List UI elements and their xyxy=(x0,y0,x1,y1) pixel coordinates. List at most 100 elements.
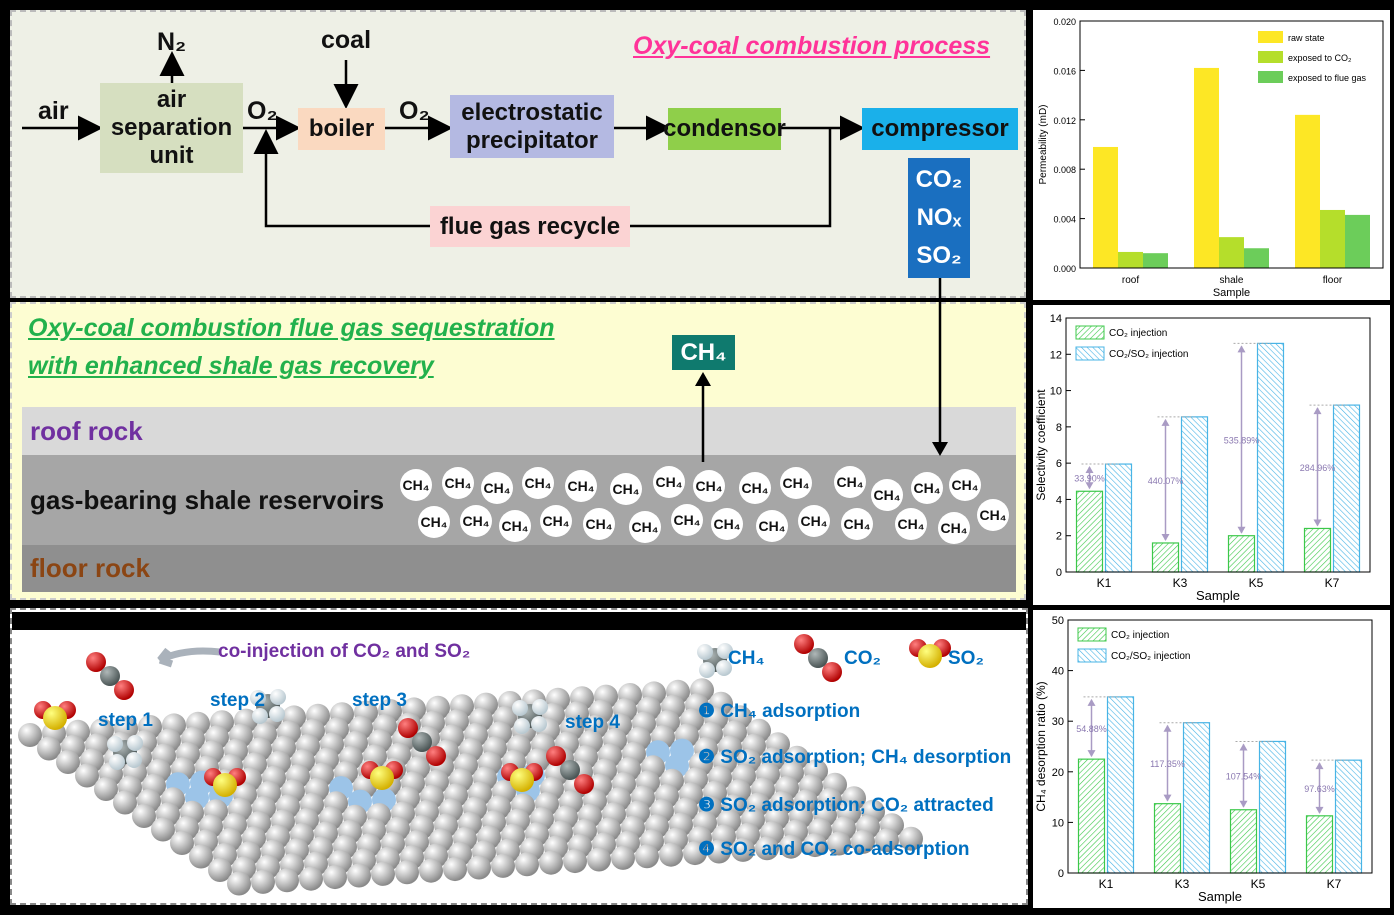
annotation-label: 117.35% xyxy=(1150,759,1185,769)
bar xyxy=(1093,146,1118,268)
ch4-molecule: CH₄ xyxy=(871,479,903,511)
plot-frame xyxy=(1065,317,1371,573)
y-tick-label: 10 xyxy=(1050,386,1062,398)
legend-ch4: CH₄ xyxy=(728,648,765,669)
step-description-2: ❷ SO₂ adsorption; CH₄ desorption xyxy=(698,747,1012,768)
condensor-box: condensor xyxy=(663,108,786,150)
ch4-desorption-chart: 01020304050K154.88%K3117.35%K5107.54%K79… xyxy=(1033,610,1390,908)
legend-swatch xyxy=(1077,627,1107,642)
y-tick-label: 4 xyxy=(1056,494,1062,506)
x-tick-label: K1 xyxy=(1099,877,1114,891)
so2-molecule xyxy=(909,639,951,668)
legend-label: raw state xyxy=(1288,33,1325,43)
process-title: Oxy-coal combustion process xyxy=(633,32,991,60)
ch4-molecule: CH₄ xyxy=(565,470,597,502)
bar xyxy=(1305,815,1334,874)
co2-molecule xyxy=(794,634,842,682)
bar xyxy=(1180,416,1209,573)
ch4-molecule xyxy=(697,643,733,678)
so2-molecule xyxy=(361,761,403,790)
so2-molecule xyxy=(204,768,246,797)
bar xyxy=(1320,209,1345,268)
coinjection-label: co-injection of CO₂ and SO₂ xyxy=(218,641,471,662)
o2-label: O₂ xyxy=(399,97,430,125)
arrowheads xyxy=(1239,743,1248,808)
y-tick-label: 10 xyxy=(1052,817,1064,829)
ch4-molecule: CH₄ xyxy=(653,466,685,498)
so2-label: SO₂ xyxy=(916,242,962,269)
co2-label: CO₂ xyxy=(915,166,963,193)
ch4-molecule xyxy=(512,699,548,734)
flue-gas-components-box: CO₂ NOₓ SO₂ xyxy=(908,158,970,278)
nox-label: NOₓ xyxy=(916,204,962,231)
shale-surface-illustration xyxy=(18,634,951,896)
y-tick-label: 40 xyxy=(1052,666,1064,678)
bar xyxy=(1295,114,1320,268)
y-tick-label: 0.012 xyxy=(1053,116,1076,126)
ch4-molecule: CH₄ xyxy=(540,505,572,537)
annotation-label: 33.90% xyxy=(1074,474,1105,484)
legend-swatch xyxy=(1075,346,1105,361)
legend-label: CO₂/SO₂ injection xyxy=(1109,349,1188,360)
y-tick-label: 0.004 xyxy=(1053,215,1076,225)
compressor-box: compressor xyxy=(862,108,1018,150)
legend-label: exposed to flue gas xyxy=(1288,73,1367,83)
co2-molecule xyxy=(398,718,446,766)
y-tick-label: 12 xyxy=(1050,349,1062,361)
bar xyxy=(1194,67,1219,269)
divider-bar xyxy=(12,612,1026,630)
bar xyxy=(1104,463,1133,573)
roof-rock-layer: roof rock xyxy=(22,407,1016,455)
y-tick-label: 20 xyxy=(1052,767,1064,779)
bar xyxy=(1227,535,1256,573)
co2-molecule xyxy=(546,746,594,794)
air-separation-unit-box: air separation unit xyxy=(100,83,243,173)
x-tick-label: K5 xyxy=(1249,576,1264,590)
floor-rock-layer: floor rock xyxy=(22,545,1016,592)
ch4-molecule: CH₄ xyxy=(895,508,927,540)
ch4-molecule xyxy=(250,689,286,724)
annotation-label: 107.54% xyxy=(1226,772,1262,782)
ch4-molecule: CH₄ xyxy=(693,470,725,502)
y-tick-label: 0.016 xyxy=(1053,66,1076,76)
step-1-label: step 1 xyxy=(98,710,153,731)
ch4-molecule: CH₄ xyxy=(522,467,554,499)
ch4-molecule: CH₄ xyxy=(671,504,703,536)
so2-molecule xyxy=(34,701,76,730)
y-axis-label: CH₄ desorption ratio (%) xyxy=(1034,681,1048,811)
step-description-4: ❹ SO₂ and CO₂ co-adsorption xyxy=(698,839,970,860)
step-4-label: step 4 xyxy=(565,712,620,733)
step-3-label: step 3 xyxy=(352,690,407,711)
ch4-molecule: CH₄ xyxy=(400,469,432,501)
bar xyxy=(1143,253,1168,268)
bar xyxy=(1345,214,1370,268)
annotation-label: 97.63% xyxy=(1304,784,1335,794)
bar xyxy=(1229,809,1258,874)
legend-label: CO₂ injection xyxy=(1109,328,1167,339)
legend-label: CO₂/SO₂ injection xyxy=(1111,651,1190,662)
step-description-3: ❸ SO₂ adsorption; CO₂ attracted xyxy=(698,795,994,816)
bar xyxy=(1244,248,1269,268)
legend-swatch xyxy=(1258,71,1283,83)
electrostatic-precipitator-box: electrostatic precipitator xyxy=(450,95,614,158)
y-tick-label: 0 xyxy=(1058,868,1064,880)
annotation-label: 54.88% xyxy=(1076,724,1107,734)
sequestration-title-line2: with enhanced shale gas recovery xyxy=(28,352,434,380)
step-2-label: step 2 xyxy=(210,690,265,711)
ch4-molecule: CH₄ xyxy=(610,473,642,505)
co2-molecule xyxy=(86,652,134,700)
legend-swatch xyxy=(1077,648,1107,663)
n2-label: N₂ xyxy=(157,28,187,56)
ch4-molecule: CH₄ xyxy=(949,469,981,501)
bar xyxy=(1332,404,1361,573)
ch4-molecule: CH₄ xyxy=(739,472,771,504)
x-tick-label: K3 xyxy=(1175,877,1190,891)
legend-label: exposed to CO₂ xyxy=(1288,53,1352,63)
y-tick-label: 2 xyxy=(1056,531,1062,543)
ch4-molecule: CH₄ xyxy=(460,505,492,537)
y-tick-label: 0.020 xyxy=(1053,17,1076,27)
x-tick-label: K7 xyxy=(1327,877,1342,891)
bar xyxy=(1153,803,1182,874)
ch4-molecule: CH₄ xyxy=(481,472,513,504)
